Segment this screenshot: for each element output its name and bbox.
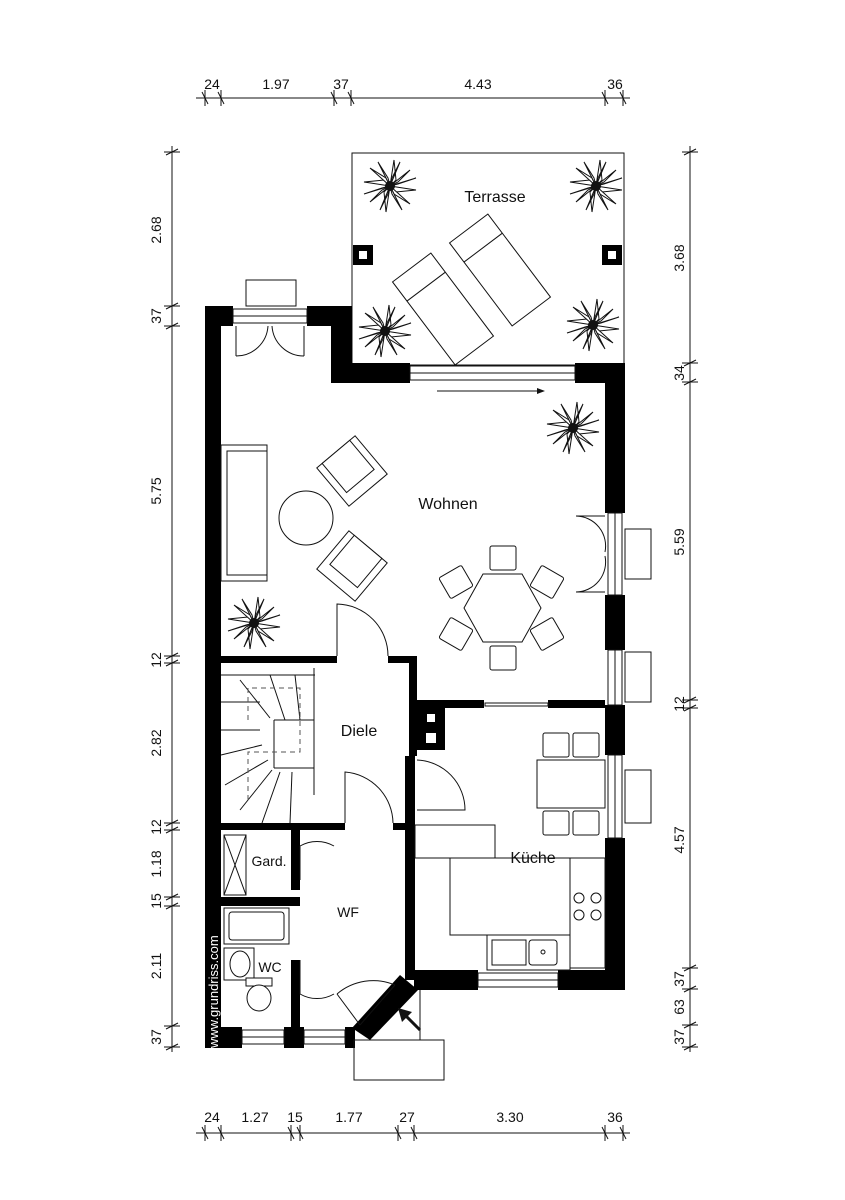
dimension-right: 3.68 34 5.59 12 4.57 37 63 37	[671, 146, 698, 1052]
dim-right-3: 5.59	[671, 528, 687, 555]
dim-left-1: 2.68	[148, 216, 164, 243]
plant-icon	[358, 304, 412, 358]
dim-right-6: 37	[671, 971, 687, 987]
dim-left-2: 37	[148, 308, 164, 324]
staircase	[220, 668, 315, 824]
sun-lounger-left	[391, 252, 495, 366]
plant-icon	[569, 159, 623, 213]
dim-right-7: 63	[671, 999, 687, 1015]
toilet-icon	[245, 977, 273, 1012]
dim-right-5: 4.57	[671, 826, 687, 853]
dim-left-6: 12	[148, 819, 164, 835]
stair-arrow	[247, 687, 301, 800]
walls	[205, 306, 625, 1048]
dim-right-2: 34	[671, 365, 687, 381]
plant-icon	[363, 159, 417, 213]
dim-left-7: 1.18	[148, 850, 164, 877]
windows	[232, 308, 623, 1045]
dimension-top: 24 1.97 37 4.43 36	[196, 76, 630, 106]
duct-marker	[427, 714, 435, 722]
plant-icon	[227, 596, 281, 650]
dim-top-4: 4.43	[464, 76, 491, 92]
room-label-gard: Gard.	[251, 853, 286, 869]
dim-bottom-7: 36	[607, 1109, 623, 1125]
dim-left-5: 2.82	[148, 729, 164, 756]
kitchen-dining-set	[536, 732, 606, 836]
sun-lounger-right	[448, 213, 552, 327]
dim-left-4: 12	[148, 652, 164, 668]
dimension-bottom: 24 1.27 15 1.77 27 3.30 36	[196, 1109, 630, 1141]
entrance-landing	[353, 1039, 445, 1081]
kitchen-counter	[414, 824, 606, 971]
balcony-doors	[235, 279, 652, 824]
dim-left-9: 2.11	[148, 953, 164, 979]
room-label-wohnen: Wohnen	[418, 496, 477, 513]
washbasin-icon	[223, 947, 255, 981]
plant-icon	[546, 401, 600, 455]
armchair	[316, 530, 388, 602]
dim-bottom-3: 15	[287, 1109, 303, 1125]
dim-right-8: 37	[671, 1029, 687, 1045]
dim-left-3: 5.75	[148, 477, 164, 504]
dim-top-1: 24	[204, 76, 220, 92]
dim-top-5: 36	[607, 76, 623, 92]
dim-top-3: 37	[333, 76, 349, 92]
dim-bottom-4: 1.77	[335, 1109, 362, 1125]
stove-icon	[573, 892, 602, 921]
room-label-diele: Diele	[341, 723, 378, 740]
sink-icon	[491, 939, 558, 966]
duct-marker	[426, 733, 436, 743]
dim-bottom-1: 24	[204, 1109, 220, 1125]
dim-bottom-2: 1.27	[241, 1109, 268, 1125]
watermark: www.grundriss.com	[206, 935, 221, 1049]
dimension-left: 2.68 37 5.75 12 2.82 12 1.18 15 2.11 37	[148, 146, 180, 1052]
interior-doors	[299, 603, 466, 1026]
armchair	[316, 435, 388, 507]
entrance-arrow-icon	[398, 1008, 422, 1032]
room-label-wf: WF	[337, 904, 359, 920]
coffee-table	[278, 490, 334, 546]
dim-left-10: 37	[148, 1029, 164, 1045]
dim-bottom-5: 27	[399, 1109, 415, 1125]
wardrobe	[223, 834, 247, 896]
dining-table	[438, 545, 565, 671]
plant-icon	[566, 298, 620, 352]
bathtub-icon	[223, 907, 290, 945]
dim-right-1: 3.68	[671, 244, 687, 271]
dim-right-4: 12	[671, 696, 687, 712]
room-label-terrasse: Terrasse	[464, 189, 525, 206]
room-label-kueche: Küche	[510, 850, 555, 867]
terrace	[351, 152, 625, 366]
room-label-wc: WC	[258, 959, 281, 975]
dim-top-2: 1.97	[262, 76, 289, 92]
sofa	[220, 444, 268, 582]
dim-left-8: 15	[148, 893, 164, 909]
dim-bottom-6: 3.30	[496, 1109, 523, 1125]
